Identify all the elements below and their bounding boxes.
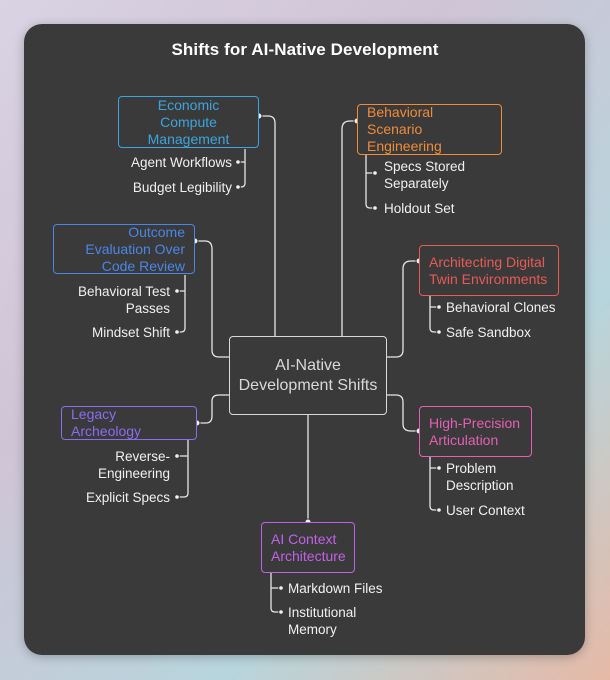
node-legacy-archeology: Legacy Archeology (61, 406, 197, 440)
hub-node: AI-Native Development Shifts (229, 336, 387, 415)
node-label: Economic Compute Management (147, 96, 230, 147)
connector-digital-twin (387, 260, 419, 358)
connector-ai-context-leaves (270, 573, 281, 613)
leaf-reverse-engineering: Reverse-Engineering (97, 449, 170, 481)
leaf-institutional-memory: Institutional Memory (288, 605, 357, 637)
connector-dot (436, 465, 442, 471)
node-label: High-Precision Articulation (429, 414, 521, 448)
leaf-markdown-files: Markdown Files (288, 581, 383, 596)
connector-articulation (387, 394, 419, 432)
connector-outcome (195, 240, 229, 358)
connector-dot (174, 329, 180, 335)
node-outcome-evaluation: Outcome Evaluation Over Code Review (53, 224, 195, 274)
connector-legacy (197, 394, 229, 424)
leaf-agent-workflows: Agent Workflows (130, 155, 232, 170)
leaf-mindset-shift: Mindset Shift (91, 325, 170, 340)
node-high-precision-articulation: High-Precision Articulation (419, 406, 532, 457)
node-behavioral-scenario-engineering: Behavioral Scenario Engineering (357, 104, 502, 155)
connector-dot (174, 453, 180, 459)
connector-articulation-leaves (429, 457, 439, 511)
connector-outcome-leaves (177, 275, 186, 333)
leaf-holdout-set: Holdout Set (384, 201, 455, 216)
diagram-title: Shifts for AI-Native Development (171, 40, 439, 59)
connector-digital-twin-leaves (429, 296, 439, 333)
node-digital-twin-environments: Architecting Digital Twin Environments (419, 245, 559, 296)
leaf-safe-sandbox: Safe Sandbox (446, 325, 531, 340)
connector-economic-leaves (238, 149, 246, 188)
connector-dot (235, 159, 241, 165)
connector-behavioral-scenario-leaves (365, 155, 375, 209)
node-economic-compute-management: Economic Compute Management (118, 96, 259, 148)
connector-dot (235, 184, 241, 190)
connector-legacy-leaves (177, 440, 189, 498)
node-label: Behavioral Scenario Engineering (367, 104, 442, 154)
leaf-budget-legibility: Budget Legibility (132, 180, 232, 195)
connector-dot (372, 205, 378, 211)
leaf-behavioral-clones: Behavioral Clones (446, 300, 556, 315)
connector-dot (278, 585, 284, 591)
connector-dot (436, 304, 442, 310)
node-ai-context-architecture: AI Context Architecture (261, 522, 355, 573)
leaf-explicit-specs: Explicit Specs (85, 490, 170, 505)
node-label: Legacy Archeology (71, 406, 142, 439)
leaf-user-context: User Context (446, 503, 525, 518)
connector-dot (174, 288, 180, 294)
connector-dot (436, 507, 442, 513)
connector-behavioral-scenario (341, 120, 357, 336)
leaf-behavioral-test-passes: Behavioral Test Passes (77, 284, 170, 316)
leaf-specs-stored-separately: Specs Stored Separately (384, 159, 466, 191)
connector-economic (259, 115, 276, 336)
node-label: AI Context Architecture (271, 530, 346, 564)
node-label: Architecting Digital Twin Environments (429, 253, 548, 287)
connector-dot (372, 170, 378, 176)
node-label: Outcome Evaluation Over Code Review (85, 223, 185, 274)
connector-dot (436, 329, 442, 335)
leaf-problem-description: Problem Description (446, 461, 514, 493)
connector-dot (278, 609, 284, 615)
connector-dot (174, 494, 180, 500)
